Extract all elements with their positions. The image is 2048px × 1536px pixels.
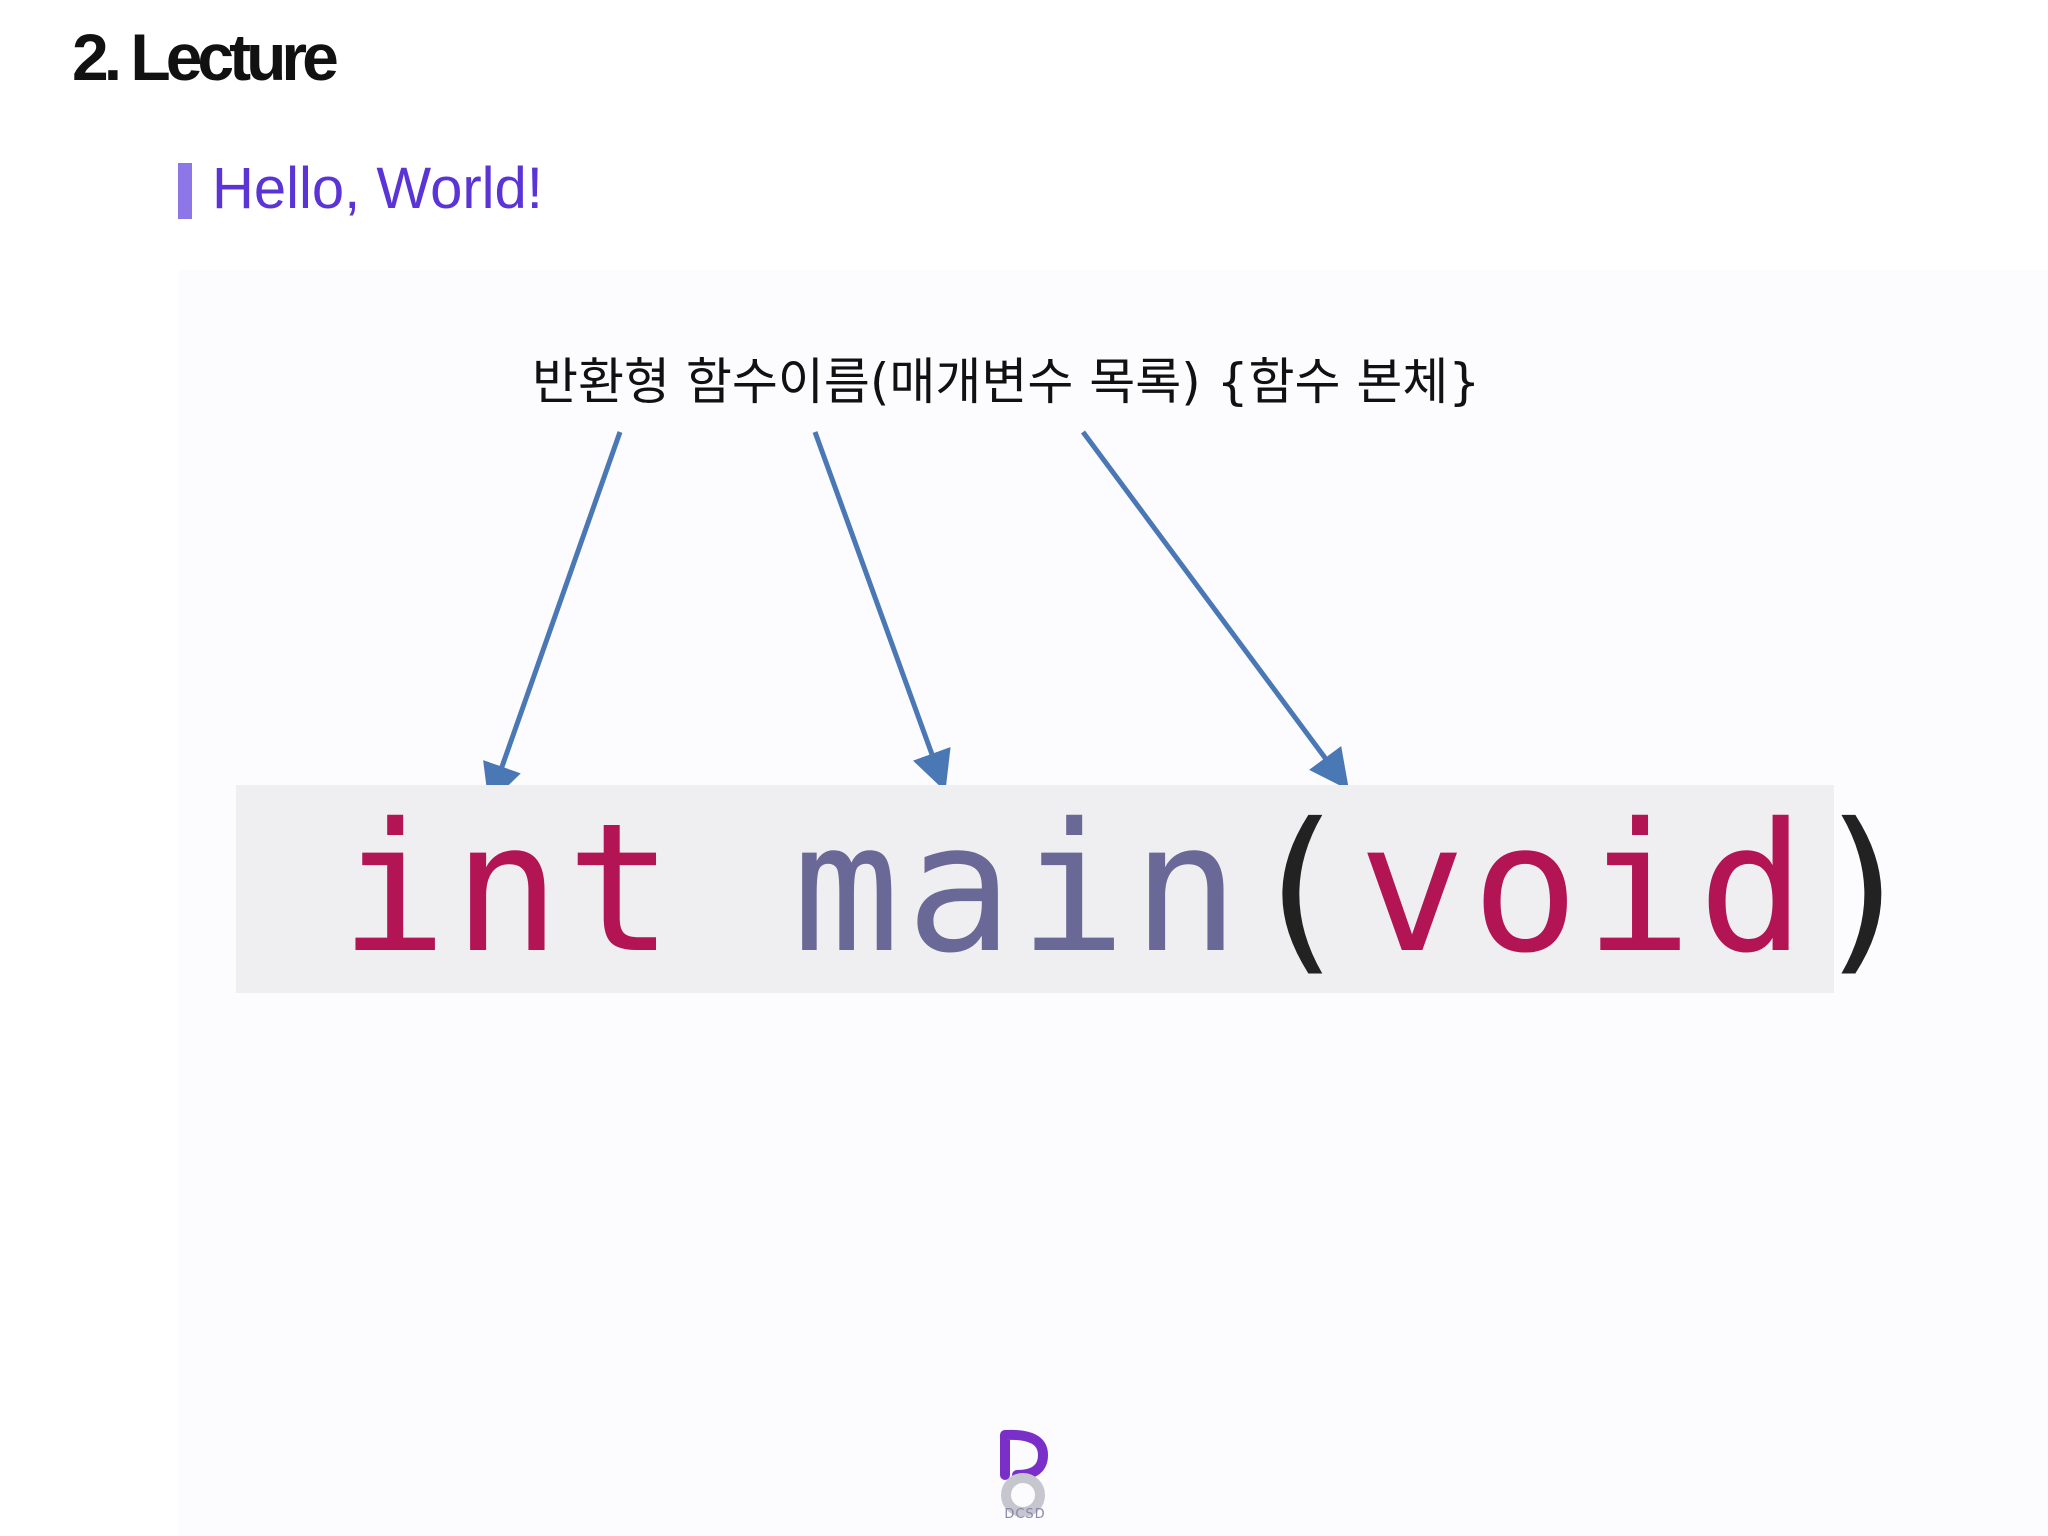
code-parameter: void <box>1358 785 1812 992</box>
logo-text: DCSD <box>1004 1507 1046 1522</box>
code-line: int main ( void ) <box>340 785 1924 993</box>
code-space <box>680 800 793 978</box>
section-title: Hello, World! <box>212 156 543 221</box>
code-open-paren: ( <box>1245 785 1359 992</box>
code-close-paren: ) <box>1811 785 1925 992</box>
dcsd-logo-icon <box>1000 1429 1049 1517</box>
code-return-type: int <box>340 785 680 992</box>
arrow-parameters <box>1080 430 1349 791</box>
code-function-name: main <box>792 785 1246 992</box>
section-marker-bar <box>178 163 192 219</box>
arrow-return-type <box>483 431 623 805</box>
code-snippet-box <box>236 785 1834 993</box>
arrow-function-name <box>812 431 951 792</box>
function-syntax-caption: 반환형 함수이름(매개변수 목록) {함수 본체} <box>532 353 1481 411</box>
page-title: 2. Lecture <box>72 20 339 94</box>
